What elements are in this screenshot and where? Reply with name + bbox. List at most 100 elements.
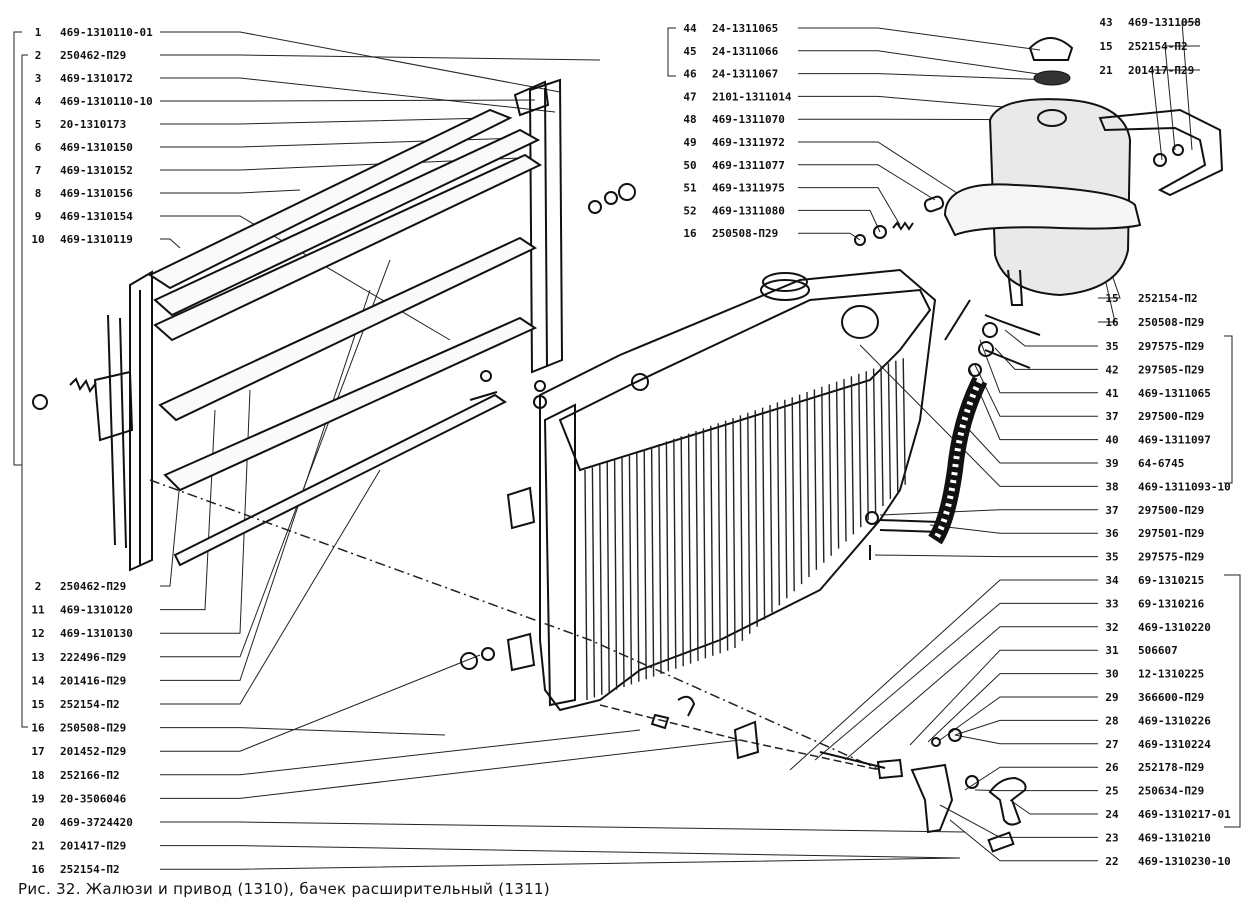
vent-tube [944,299,971,341]
valve-nut [854,234,866,246]
right-callout-code: 297575-П29 [1138,551,1204,564]
left-callout-code: 20-3506046 [60,792,127,805]
mid-callout-number: 16 [683,227,697,240]
hose-main-inner [932,378,983,542]
radiator-side-tank-left [543,403,576,707]
left-callout-number: 2 [35,580,42,593]
washer-left-lower [481,647,495,661]
left-callout-code: 469-1310156 [60,187,133,200]
hose-lower [879,519,941,533]
right-callout-number: 36 [1105,527,1119,540]
left-callout-code: 469-3724420 [60,816,133,829]
left-leader-line [160,469,381,705]
radiator-fin [673,438,677,669]
left-callout-code: 252154-П2 [60,698,120,711]
mid-callout-number: 48 [683,113,696,126]
mid-callout-number: 44 [683,22,697,35]
valve-seat [873,225,887,239]
hose-upper [984,314,1041,369]
radiator-fin [599,464,603,695]
radiator-fin [813,389,818,570]
radiator-mount-plate-top [506,486,536,530]
mid-callout-number: 49 [683,136,696,149]
left-bracket-main [13,31,22,466]
radiator-fin [732,417,736,649]
left-leader-line [160,729,641,776]
cable-clip [650,713,670,730]
mid-callout-code: 469-1311080 [712,204,785,217]
right-callout-number: 27 [1105,738,1118,751]
left-leader-line [160,479,181,587]
shutter-top-bracket [513,80,550,117]
right-bracket-hoses [1224,335,1233,484]
bolt-left-lower [460,652,478,670]
right-callout-number: 38 [1105,480,1118,493]
right-callout-number: 28 [1105,714,1118,727]
spring-left [69,377,97,394]
left-leader-line [160,117,491,125]
left-callout-number: 16 [31,722,45,735]
right-leader-line [814,602,1098,761]
left-callout-code: 201416-П29 [60,674,126,687]
radiator-fin [902,358,906,485]
handle-knob [988,776,1027,826]
right-callout-number: 16 [1105,316,1119,329]
louver-blades [147,108,543,567]
radiator-fin [591,467,596,698]
left-callout-number: 17 [31,745,44,758]
left-callout-number: 3 [35,72,42,85]
figure-caption: Рис. 32. Жалюзи и привод (1310), бачек р… [18,880,550,898]
radiator-fin [687,433,692,664]
left-callout-code: 20-1310173 [60,118,126,131]
left-leader-line [160,739,741,799]
louver-blade-1 [147,108,513,290]
right-leader-line [789,579,1098,771]
mid-bracket-44-46 [667,27,676,77]
louver-blade-3 [153,153,543,342]
handle-washer-2 [931,737,941,747]
left-callout-code: 250462-П29 [60,580,126,593]
right-leader-line [874,554,1098,558]
right-callout-number: 37 [1105,504,1118,517]
right-leader-line [974,364,1098,417]
radiator-overflow-neck [841,305,879,339]
radiator-fin [843,378,847,542]
right-callout-number: 33 [1105,597,1118,610]
radiator-fin [695,430,699,662]
left-leader-line [160,259,391,658]
expansion-tank-filler [1037,109,1067,127]
radiator-cap [762,272,808,292]
topright-callout-code: 252154-П2 [1128,40,1188,53]
radiator-fin [887,363,892,499]
right-callout-number: 40 [1105,434,1118,447]
louver-blade-4 [158,236,538,422]
radiator-drain-boss [631,373,649,391]
expansion-tank [854,37,1224,306]
left-callout-number: 20 [31,816,44,829]
tank-cap-gasket [1033,70,1071,86]
mid-leader-line [798,187,901,226]
radiator-fin [717,423,721,654]
shutter-lever-bracket [93,370,134,442]
control-cable-2 [599,704,881,771]
radiator-fin [658,443,662,675]
left-callout-number: 7 [35,164,42,177]
left-callout-number: 5 [35,118,42,131]
